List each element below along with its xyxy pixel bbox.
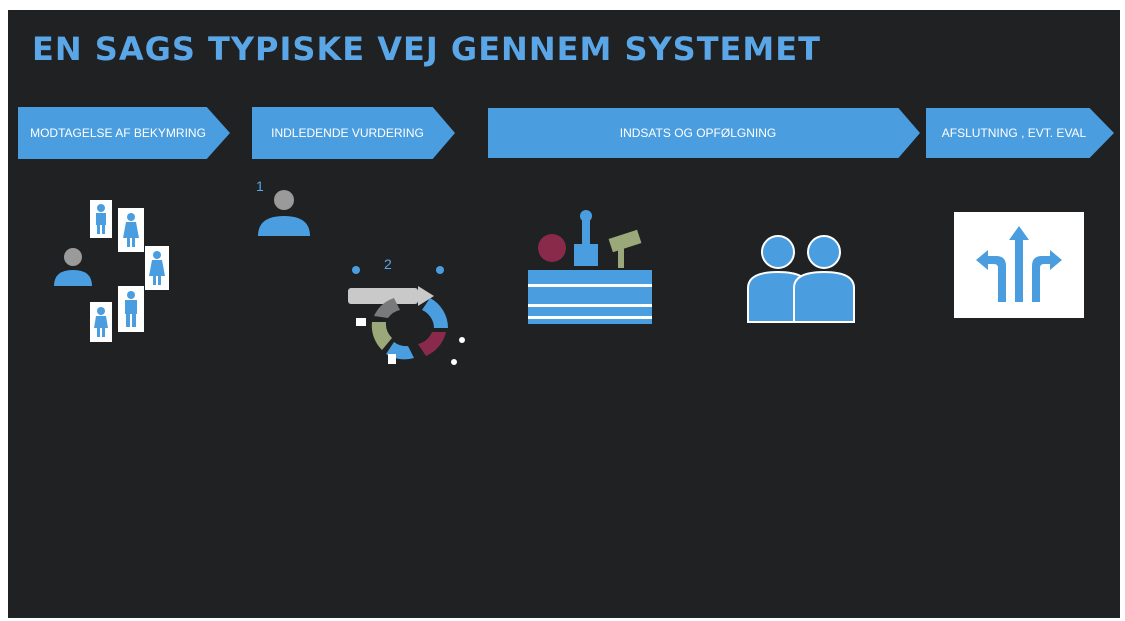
person-icon (258, 190, 310, 236)
slide-title: EN SAGS TYPISKE VEJ GENNEM SYSTEMET (32, 30, 821, 68)
marker-2: 2 (384, 256, 392, 272)
step-4-label: AFSLUTNING , EVT. EVAL (941, 125, 1087, 140)
step-1-label: MODTAGELSE AF BEKYMRING (30, 125, 206, 140)
family-member-icon (118, 286, 144, 332)
family-member-icon (90, 302, 112, 342)
cycle-diagram-icon (348, 266, 465, 365)
slide: EN SAGS TYPISKE VEJ GENNEM SYSTEMET MODT… (8, 10, 1120, 618)
step-1-chevron: MODTAGELSE AF BEKYMRING (18, 107, 230, 159)
directions-icon (954, 212, 1084, 318)
step-2-chevron: INDLEDENDE VURDERING (252, 107, 455, 159)
marker-1: 1 (256, 178, 264, 194)
step-3-chevron: INDSATS OG OPFØLGNING (488, 108, 920, 158)
family-member-icon (118, 208, 144, 252)
step-2-label: INDLEDENDE VURDERING (271, 125, 424, 140)
person-icon (54, 248, 92, 286)
family-member-icon (90, 200, 112, 238)
family-member-icon (145, 246, 169, 290)
step-4-chevron: AFSLUTNING , EVT. EVAL (926, 108, 1114, 158)
step-3-label: INDSATS OG OPFØLGNING (619, 125, 777, 140)
toolbox-icon (528, 210, 652, 324)
two-people-icon (747, 235, 855, 323)
